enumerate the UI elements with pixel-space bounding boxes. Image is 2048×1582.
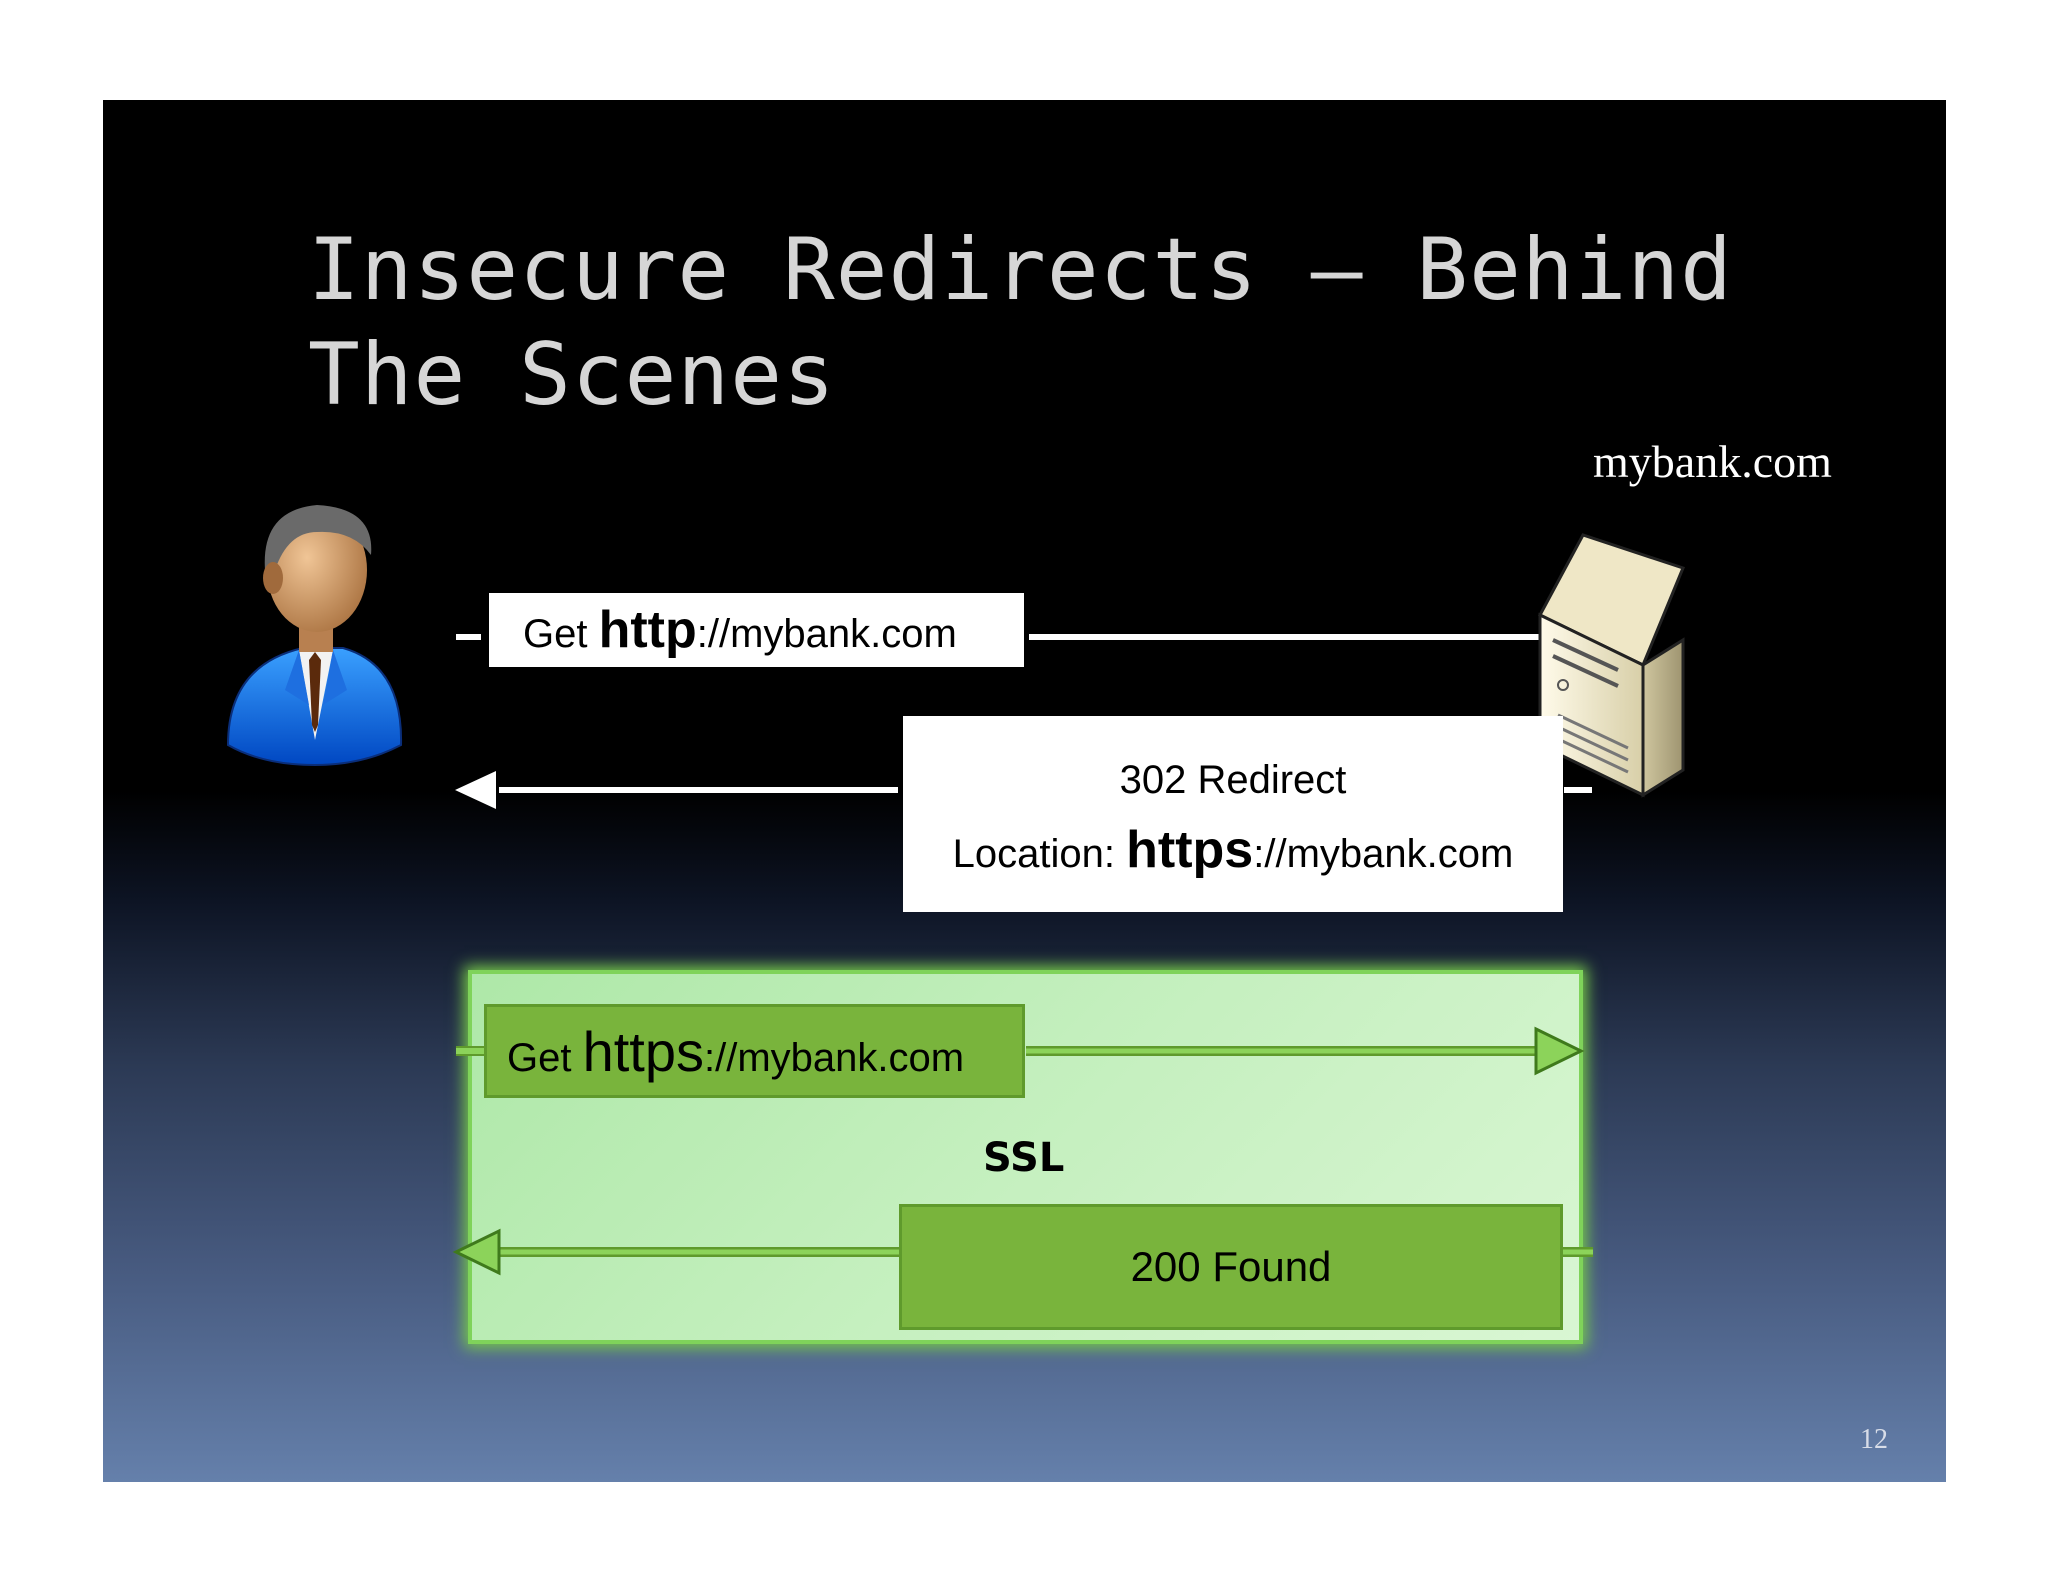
redirect-status: 302 Redirect — [1119, 758, 1347, 802]
request-https-suffix: ://mybank.com — [704, 1036, 965, 1080]
request-http-box: Get http://mybank.com — [489, 593, 1024, 667]
server-icon — [1537, 533, 1686, 798]
server-label: mybank.com — [1593, 436, 1832, 487]
slide-title-line-2: The Scenes — [308, 325, 836, 425]
request-http-prefix: Get — [523, 612, 599, 656]
redirect-response-box: 302 Redirect Location: https://mybank.co… — [903, 716, 1563, 912]
redirect-location-protocol: https — [1126, 821, 1254, 879]
found-response-box: 200 Found — [899, 1204, 1563, 1330]
page-number: 12 — [1860, 1424, 1888, 1455]
redirect-location-suffix: ://mybank.com — [1253, 832, 1514, 876]
request-https-box: Get https://mybank.com — [484, 1004, 1025, 1098]
arrow-response-2 — [452, 1228, 1593, 1276]
redirect-location-prefix: Location: — [952, 832, 1127, 876]
slide: Insecure Redirects – Behind The Scenes m… — [103, 100, 1946, 1482]
request-http-suffix: ://mybank.com — [696, 612, 957, 656]
request-https-protocol: https — [582, 1020, 704, 1083]
arrow-request-2 — [456, 1026, 1585, 1076]
redirect-location: Location: https://mybank.com — [903, 820, 1563, 880]
arrow-response-1 — [455, 771, 1592, 809]
found-response-text: 200 Found — [1130, 1243, 1332, 1290]
slide-title-line-1: Insecure Redirects – Behind — [308, 220, 1733, 320]
user-icon — [226, 505, 403, 767]
request-http-protocol: http — [598, 601, 697, 659]
diagram-graphics — [226, 505, 1686, 1276]
request-https-prefix: Get — [507, 1036, 583, 1080]
ssl-label: SSL — [983, 1135, 1065, 1181]
